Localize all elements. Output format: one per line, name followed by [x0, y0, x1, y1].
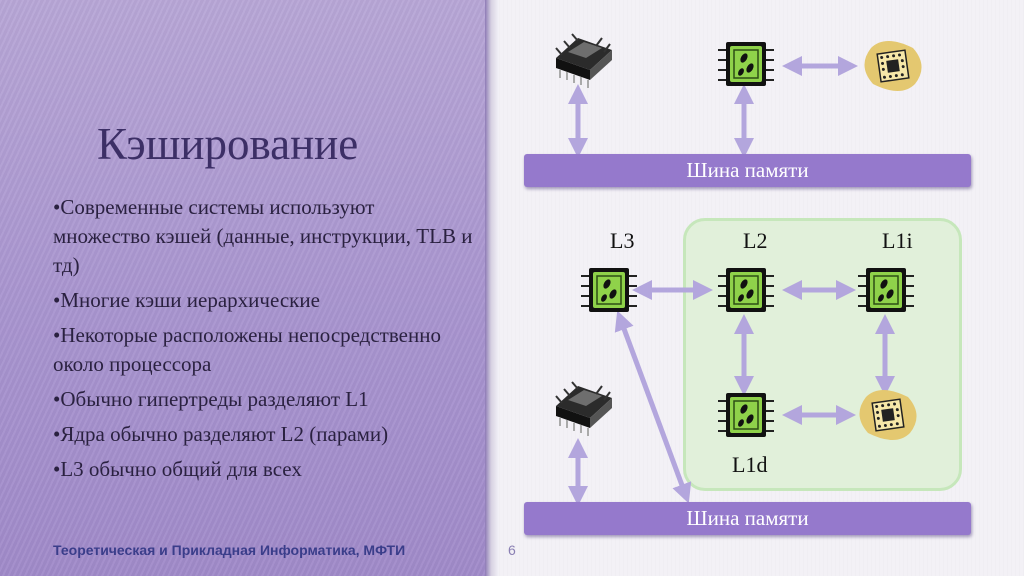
core-cache-group — [683, 218, 962, 491]
label-l1d: L1d — [732, 452, 768, 477]
label-l1i: L1i — [882, 228, 913, 253]
bullet-item: Некоторые расположены непосредственно ок… — [53, 321, 473, 379]
memory-chip-icon — [555, 381, 613, 437]
cache-chip-icon — [580, 267, 638, 313]
label-l3: L3 — [610, 228, 635, 253]
page-curl-divider — [485, 0, 499, 576]
double-arrow-icon — [614, 310, 692, 504]
cpu-core-icon — [858, 389, 918, 441]
slide-footer: Теоретическая и Прикладная Информатика, … — [53, 542, 406, 558]
bullet-item: L3 обычно общий для всех — [53, 455, 473, 484]
cpu-core-icon — [863, 40, 923, 92]
cache-chip-icon — [857, 267, 915, 313]
bullet-list: Современные системы используют множество… — [53, 193, 473, 490]
memory-bus-bottom: Шина памяти — [524, 502, 971, 535]
cache-chip-icon — [717, 392, 775, 438]
label-l2: L2 — [743, 228, 768, 253]
cache-chip-icon — [717, 267, 775, 313]
bullet-item: Ядра обычно разделяют L2 (парами) — [53, 420, 473, 449]
bullet-item: Многие кэши иерархические — [53, 286, 473, 315]
memory-chip-icon — [555, 33, 613, 89]
page-number: 6 — [508, 542, 516, 558]
slide-title: Кэширование — [97, 119, 359, 169]
bullet-item: Обычно гипертреды разделяют L1 — [53, 385, 473, 414]
cache-chip-icon — [717, 41, 775, 87]
bullet-item: Современные системы используют множество… — [53, 193, 473, 280]
memory-bus-top: Шина памяти — [524, 154, 971, 187]
